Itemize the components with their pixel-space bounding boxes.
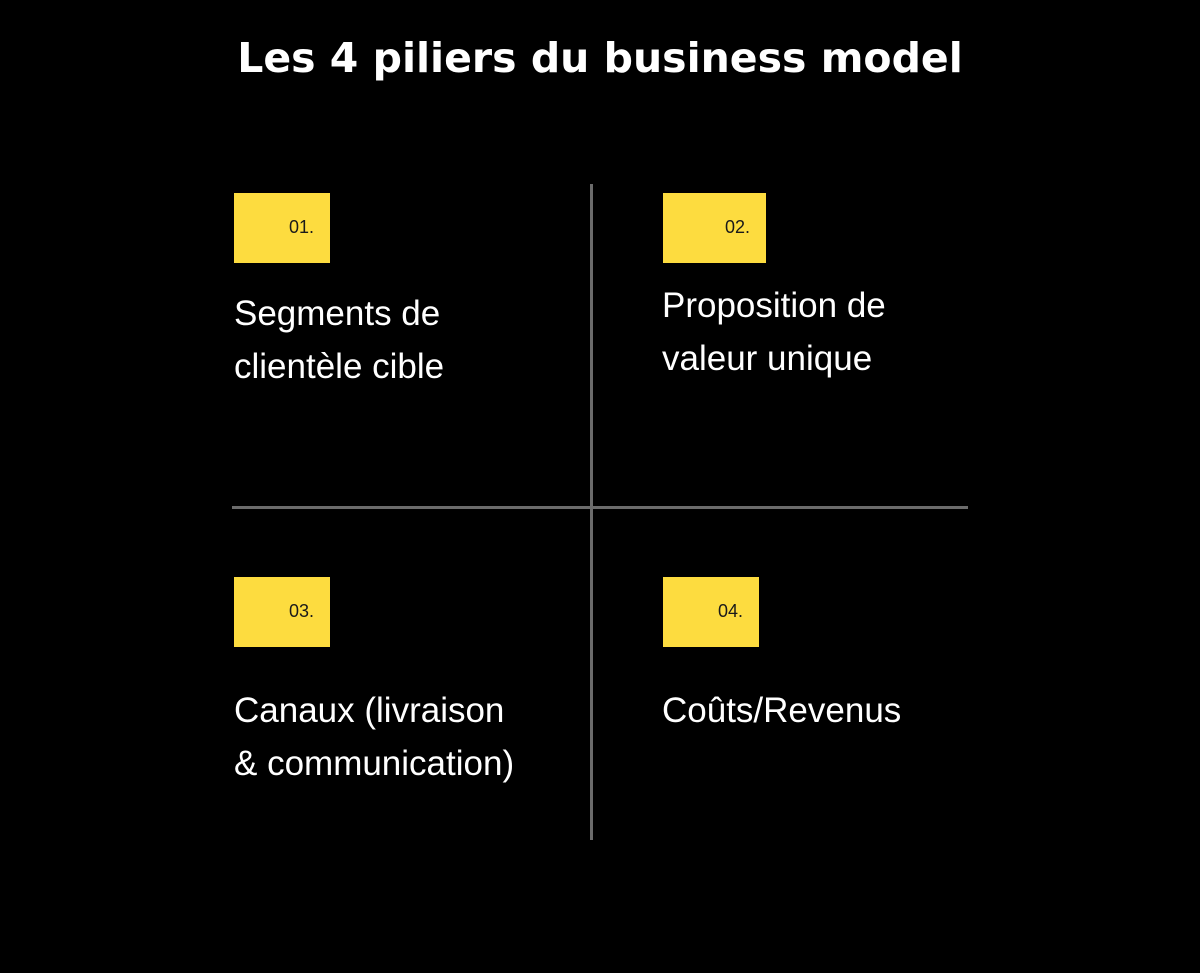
pillar-label: Segments de clientèle cible	[234, 287, 444, 393]
pillar-number-badge: 04.	[663, 577, 759, 647]
pillar-label-line: Coûts/Revenus	[662, 691, 902, 730]
pillar-number-badge: 02.	[663, 193, 766, 263]
pillar-label-line: valeur unique	[662, 339, 873, 378]
pillar-label-line: & communication)	[234, 744, 515, 783]
vertical-divider	[590, 184, 593, 840]
pillar-number-badge: 01.	[234, 193, 330, 263]
horizontal-divider	[232, 506, 968, 509]
pillar-label-line: Canaux (livraison	[234, 691, 505, 730]
pillar-label-line: Segments de	[234, 294, 441, 333]
pillar-label-line: clientèle cible	[234, 347, 445, 386]
page-title: Les 4 piliers du business model	[237, 34, 963, 82]
pillar-label: Proposition de valeur unique	[662, 279, 886, 385]
pillar-label-line: Proposition de	[662, 286, 886, 325]
pillar-label: Coûts/Revenus	[662, 684, 901, 737]
pillar-label: Canaux (livraison & communication)	[234, 684, 514, 790]
pillar-number-badge: 03.	[234, 577, 330, 647]
